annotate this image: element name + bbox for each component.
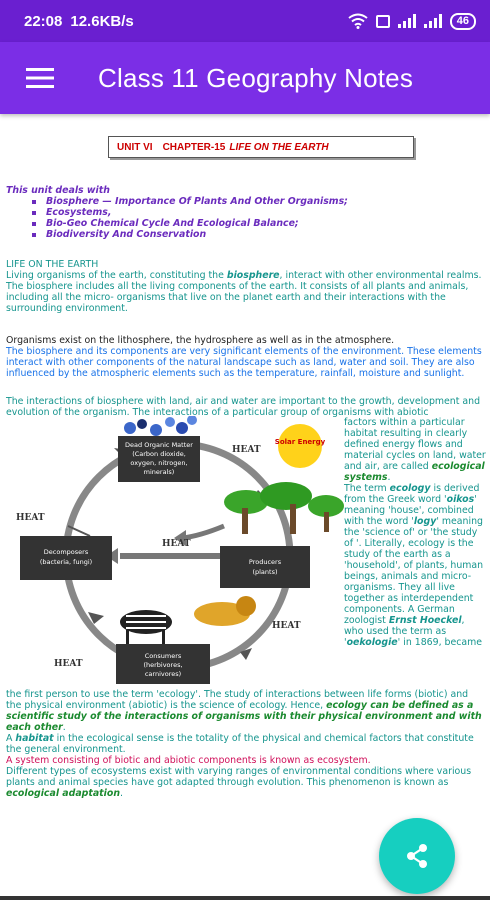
paragraph: the first person to use the term 'ecolog… — [6, 689, 482, 733]
hamburger-icon — [26, 68, 54, 88]
zebra-illustration — [120, 610, 172, 646]
list-item: Ecosystems, — [32, 207, 476, 218]
list-item: Biosphere — Importance Of Plants And Oth… — [32, 196, 476, 207]
heat-label: HEAT — [162, 539, 191, 549]
section-life-on-earth: LIFE ON THE EARTH Living organisms of th… — [6, 259, 484, 314]
diagram-label: Dead Organic Matter — [125, 441, 193, 449]
lion-illustration — [194, 596, 256, 626]
ecosystem-diagram: Dead Organic Matter (Carbon dioxide, oxy… — [16, 416, 344, 684]
list-item: Bio-Geo Chemical Cycle And Ecological Ba… — [32, 218, 476, 229]
intro-heading: This unit deals with — [6, 185, 110, 196]
unit-intro: This unit deals with Biosphere — Importa… — [6, 185, 476, 240]
intro-list: Biosphere — Importance Of Plants And Oth… — [32, 196, 476, 240]
unit-chapter-box: UNIT VI CHAPTER-15 LIFE ON THE EARTH — [108, 136, 414, 158]
chapter-title: LIFE ON THE EARTH — [229, 141, 329, 153]
heat-label: HEAT — [16, 513, 45, 523]
section-ecology: the first person to use the term 'ecolog… — [6, 689, 484, 799]
status-icons: 46 — [348, 12, 476, 30]
status-time: 22:08 — [24, 12, 63, 30]
diagram-label: (herbivores, — [143, 661, 182, 669]
unit-label: UNIT VI — [117, 141, 153, 153]
paragraph: factors within a particular habitat resu… — [344, 417, 486, 483]
share-icon — [407, 844, 427, 868]
section-organisms: Organisms exist on the lithosphere, the … — [6, 335, 484, 379]
list-item: Biodiversity And Conservation — [32, 229, 476, 240]
diagram-label: (Carbon dioxide, — [132, 450, 186, 458]
paragraph: The interactions of biosphere with land,… — [6, 396, 481, 418]
diagram-label: Consumers — [145, 652, 182, 660]
heat-label: HEAT — [272, 621, 301, 631]
app-bar: Class 11 Geography Notes — [0, 42, 490, 114]
wifi-icon — [348, 13, 368, 29]
status-bar: 22:08 12.6KB/s 46 — [0, 0, 490, 42]
paragraph: Organisms exist on the lithosphere, the … — [6, 335, 395, 346]
side-text: factors within a particular habitat resu… — [344, 417, 486, 648]
solar-energy-label: Solar Energy — [275, 438, 326, 446]
share-button[interactable] — [379, 818, 455, 894]
diagram-label: Producers — [249, 558, 282, 566]
paragraph: Living organisms of the earth, constitut… — [6, 270, 482, 314]
diagram-label: (plants) — [252, 568, 277, 576]
heat-label: HEAT — [54, 659, 83, 669]
message-icon — [375, 14, 390, 28]
molecule-icons — [124, 416, 197, 436]
section-interactions: The interactions of biosphere with land,… — [6, 396, 484, 418]
battery-icon: 46 — [449, 12, 476, 30]
diagram-label: minerals) — [144, 468, 175, 476]
signal-icon-2 — [423, 14, 442, 28]
nav-bar-edge — [0, 896, 490, 900]
paragraph: Different types of ecosystems exist with… — [6, 766, 472, 799]
diagram-label: oxygen, nitrogen, — [130, 459, 187, 467]
diagram-label: Decomposers — [44, 548, 89, 556]
paragraph: A habitat in the ecological sense is the… — [6, 733, 474, 755]
signal-icon — [397, 14, 416, 28]
diagram-label: (bacteria, fungi) — [40, 558, 92, 566]
section-heading: LIFE ON THE EARTH — [6, 259, 99, 270]
chapter-label: CHAPTER-15 — [162, 141, 226, 153]
menu-button[interactable] — [0, 42, 80, 114]
status-network-rate: 12.6KB/s — [70, 12, 134, 30]
paragraph: A system consisting of biotic and abioti… — [6, 755, 371, 766]
notes-content[interactable]: UNIT VI CHAPTER-15 LIFE ON THE EARTH Thi… — [0, 114, 490, 900]
paragraph: The biosphere and its components are ver… — [6, 346, 482, 379]
heat-label: HEAT — [232, 445, 261, 455]
app-title: Class 11 Geography Notes — [98, 62, 414, 93]
diagram-label: carnivores) — [145, 670, 181, 678]
paragraph: The term ecology is derived from the Gre… — [344, 483, 484, 648]
